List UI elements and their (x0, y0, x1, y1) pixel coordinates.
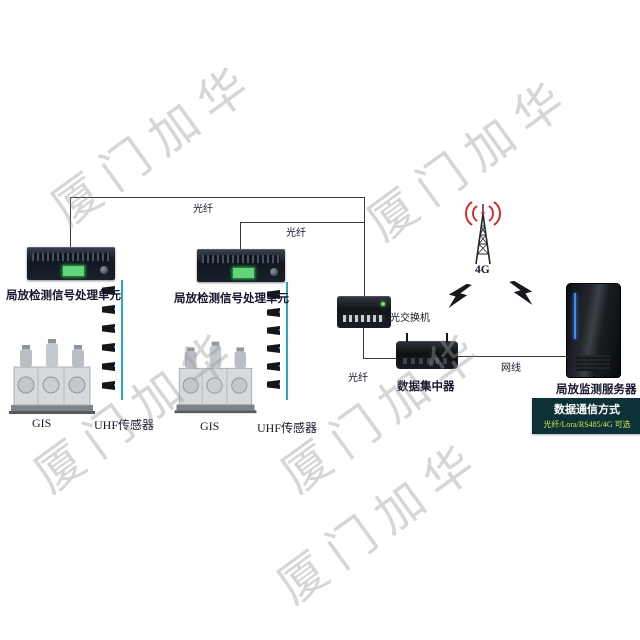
rack-knob (270, 268, 278, 276)
uhf-sensor (267, 308, 280, 317)
uhf-sensor (267, 290, 280, 299)
uhf-sensors-2-label: UHF传感器 (257, 421, 318, 435)
fiber-label-2: 光纤 (286, 228, 306, 239)
uhf-sensor (267, 362, 280, 371)
sensor-bus-1 (121, 280, 123, 400)
pd-monitoring-server-label: 局放监测服务器 (556, 384, 637, 396)
pd-monitoring-server (566, 283, 621, 378)
uhf-sensor (102, 324, 115, 333)
data-concentrator-device (396, 333, 458, 369)
fiber-line-top-horizontal (70, 197, 365, 198)
uhf-sensor (267, 326, 280, 335)
fiber-line-switch-to-concentrator (363, 358, 396, 359)
optical-switch-label: 光交换机 (390, 313, 430, 324)
uhf-sensor (102, 381, 115, 390)
pd-signal-processing-unit-2 (197, 249, 285, 282)
fiber-label-1: 光纤 (193, 204, 213, 215)
note-body: 光纤/Lora/RS485/4G 可选 (543, 420, 631, 429)
rack-ports (32, 253, 110, 261)
rack-ports (202, 255, 280, 263)
pd-unit-1-label: 局放检测信号处理单元 (6, 290, 121, 302)
uhf-sensor (102, 343, 115, 352)
uhf-sensor (102, 305, 115, 314)
watermark-text: 厦门加华 (272, 319, 498, 504)
switch-led (381, 302, 385, 306)
fiber-label-3: 光纤 (348, 373, 368, 384)
concentrator-connectors (403, 358, 451, 364)
radio-tower-icon (465, 201, 501, 265)
note-title: 数据通信方式 (554, 404, 620, 416)
antenna-icon (446, 333, 448, 342)
fiber-line-switch-down (363, 328, 364, 358)
gis-1-label: GIS (32, 416, 52, 430)
communication-note: 数据通信方式 光纤/Lora/RS485/4G 可选 (532, 398, 640, 434)
uhf-sensor (102, 362, 115, 371)
ethernet-line-concentrator-to-server (458, 356, 566, 357)
4g-label: 4G (475, 264, 490, 276)
optical-switch-device (337, 296, 391, 328)
ethernet-label: 网线 (501, 363, 521, 374)
antenna-icon (406, 333, 408, 342)
4g-tower (461, 200, 505, 271)
fiber-line-unit1-vertical (70, 197, 71, 248)
watermark-text: 厦门加华 (268, 430, 494, 615)
uhf-sensors-1-label: UHF传感器 (94, 418, 155, 432)
uhf-sensor (267, 344, 280, 353)
data-concentrator-label: 数据集中器 (397, 381, 455, 393)
uhf-sensor (102, 286, 115, 295)
sensor-bus-2 (286, 282, 288, 400)
lightning-bolt-icon (509, 277, 537, 315)
rack-display-screen (62, 265, 85, 277)
uhf-sensor (267, 380, 280, 389)
gis-2-label: GIS (200, 419, 220, 433)
server-vent (576, 355, 610, 371)
fiber-line-to-switch-vertical (364, 197, 365, 296)
rack-display-screen (232, 267, 255, 279)
fiber-line-unit2-vertical (240, 222, 241, 250)
pd-signal-processing-unit-1 (27, 247, 115, 280)
fiber-line-mid-horizontal (240, 222, 365, 223)
pd-unit-2-label: 局放检测信号处理单元 (174, 293, 289, 305)
lightning-bolt-icon (444, 280, 472, 318)
gis-equipment-2 (173, 336, 258, 421)
gis-equipment-1 (8, 333, 96, 422)
gis-graphic (9, 339, 95, 414)
rack-knob (100, 266, 108, 274)
switch-ports (343, 315, 385, 322)
gis-graphic (174, 341, 257, 414)
server-led-strip (574, 293, 576, 339)
